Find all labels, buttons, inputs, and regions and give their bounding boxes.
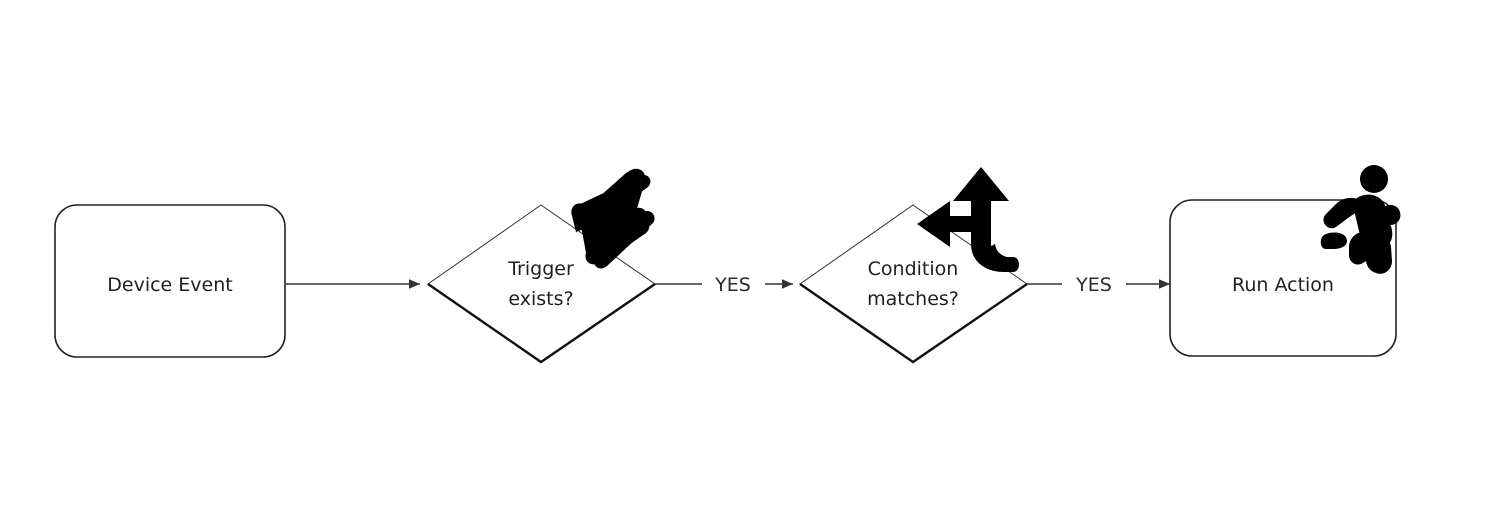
edge-trigger-to-condition-arrowhead xyxy=(782,279,793,289)
edge-trigger-to-condition: YES xyxy=(655,274,793,296)
trigger-exists-label-line1: Trigger xyxy=(507,258,574,280)
node-trigger-exists[interactable]: Trigger exists? xyxy=(427,168,656,364)
condition-matches-label-line1: Condition xyxy=(868,258,959,280)
edge-device-to-trigger-arrowhead xyxy=(409,279,420,289)
edge-device-to-trigger xyxy=(285,279,420,289)
condition-matches-shape-emphasis xyxy=(799,283,1028,364)
edge-trigger-to-condition-label: YES xyxy=(714,274,751,296)
condition-matches-shape[interactable] xyxy=(799,204,1028,363)
running-person-icon xyxy=(1320,165,1401,274)
run-action-label: Run Action xyxy=(1232,274,1334,296)
trigger-exists-shape-emphasis xyxy=(427,283,656,364)
edge-condition-to-action: YES xyxy=(1027,274,1170,296)
node-condition-matches[interactable]: Condition matches? xyxy=(799,167,1028,364)
edge-condition-to-action-arrowhead xyxy=(1159,279,1170,289)
condition-matches-label-line2: matches? xyxy=(867,288,959,310)
node-run-action[interactable]: Run Action xyxy=(1169,165,1401,357)
edge-condition-to-action-label: YES xyxy=(1075,274,1112,296)
trigger-exists-label-line2: exists? xyxy=(508,288,573,310)
lightning-bolt-icon xyxy=(571,168,655,269)
branch-arrow-icon xyxy=(917,167,1019,272)
device-event-label: Device Event xyxy=(107,274,232,296)
node-device-event[interactable]: Device Event xyxy=(54,204,286,358)
device-event-shape[interactable] xyxy=(54,204,286,358)
